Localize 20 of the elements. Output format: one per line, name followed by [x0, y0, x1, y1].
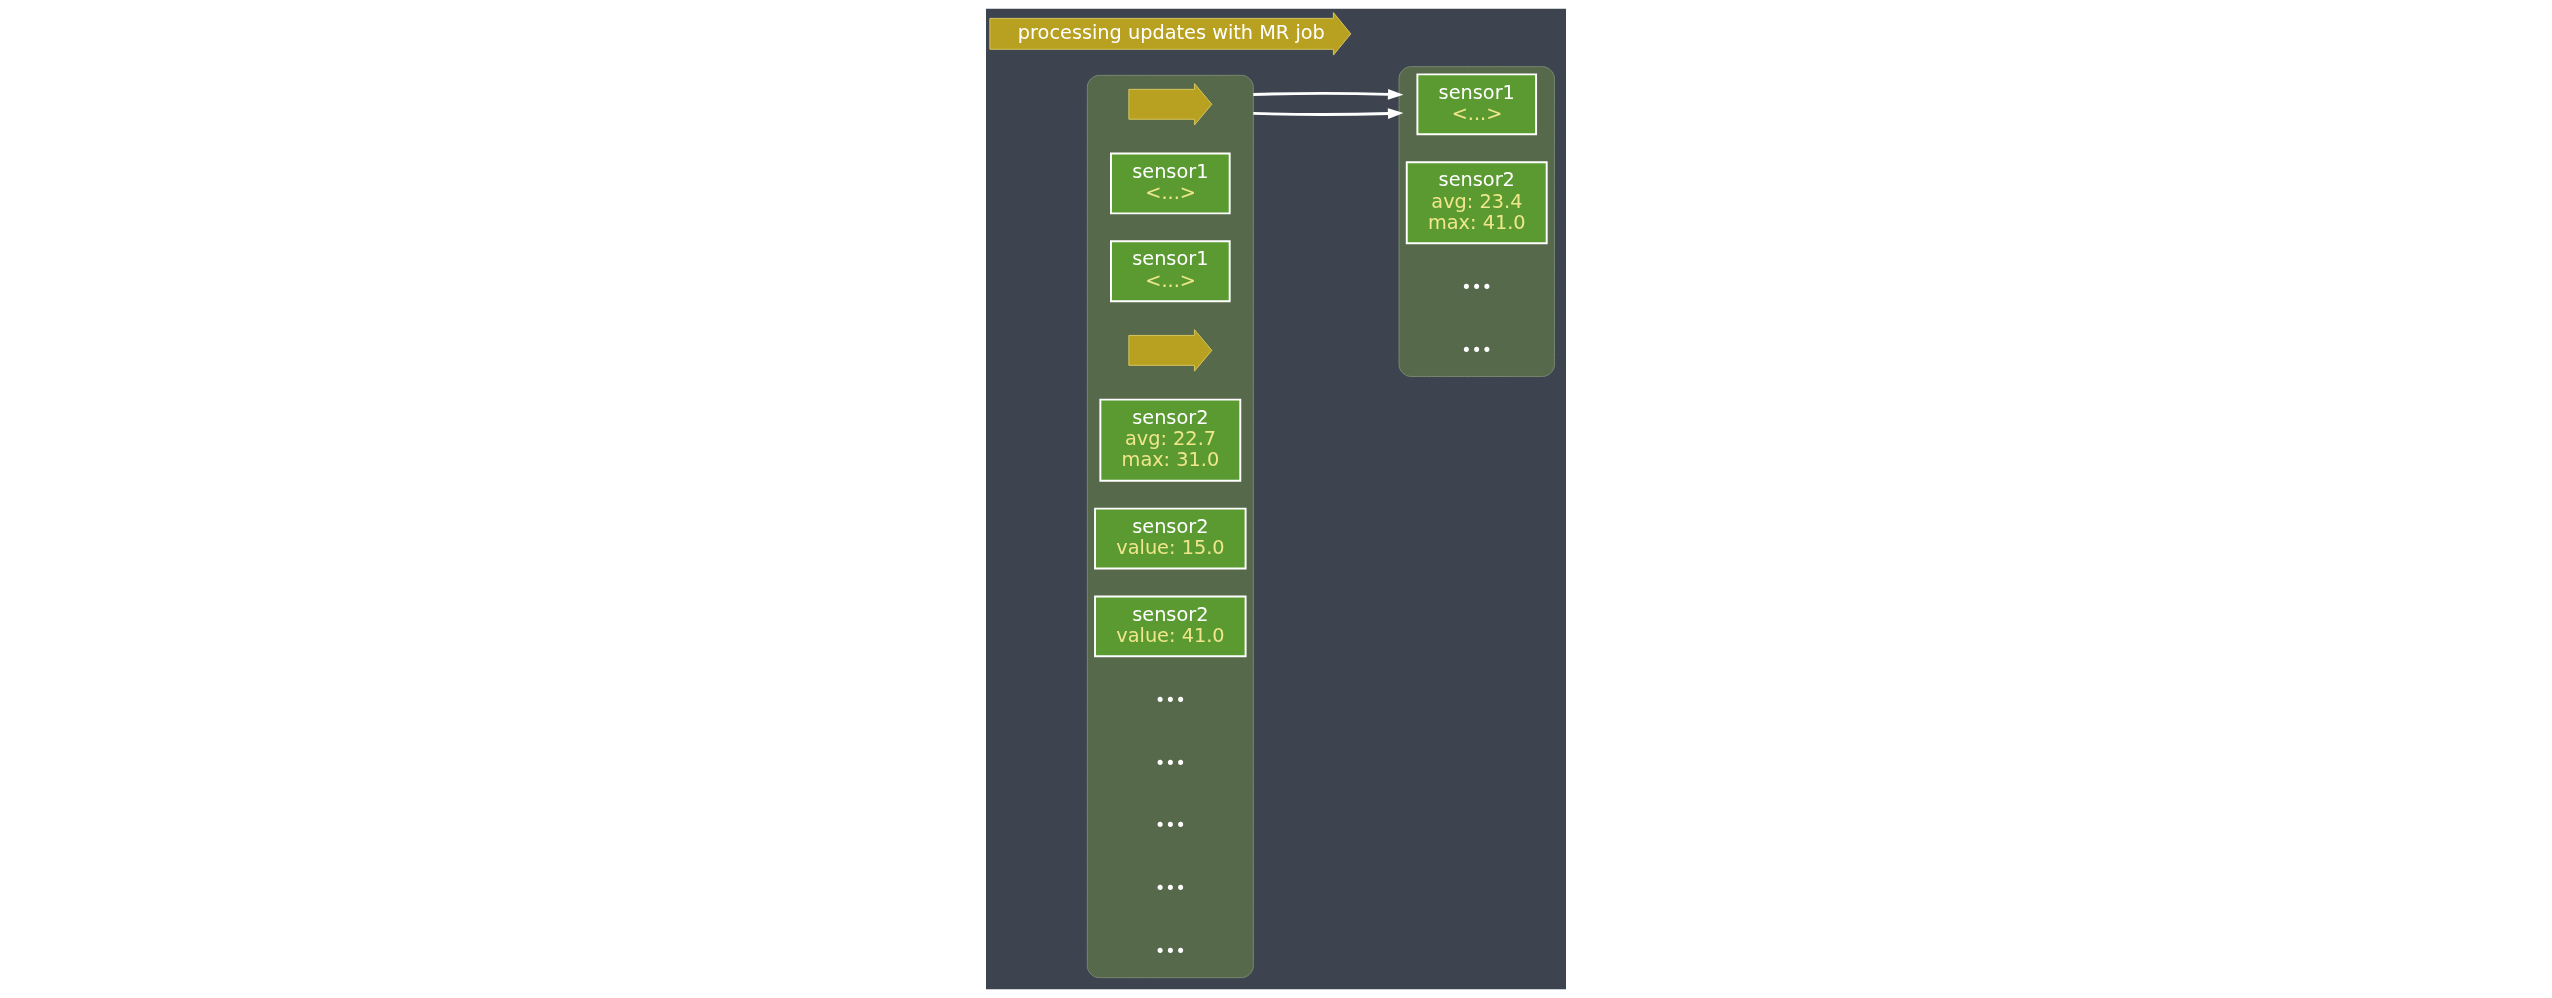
cluster: [1086, 74, 1254, 979]
label: •••: [1154, 689, 1186, 710]
node-arrow: [1128, 83, 1213, 126]
arrow: [1253, 88, 1404, 100]
node-box: sensor2 value: 41.0: [1094, 595, 1247, 658]
label: •••: [1154, 878, 1186, 899]
label: •••: [1461, 339, 1493, 360]
node-box: sensor1 <...>: [1110, 152, 1231, 215]
node-box: sensor1 <...>: [1110, 240, 1231, 303]
label: •••: [1154, 815, 1186, 836]
label: •••: [1461, 276, 1493, 297]
cluster: [1398, 66, 1555, 377]
label: •••: [1154, 940, 1186, 961]
node-box: sensor2 avg: 22.7 max: 31.0: [1099, 398, 1242, 482]
arrow: [1253, 108, 1404, 119]
node-box: sensor1 <...>: [1416, 73, 1538, 136]
node-arrow: [1128, 329, 1213, 372]
node-box: sensor2 value: 15.0: [1094, 507, 1247, 570]
node-box: sensor2 avg: 23.4 max: 41.0: [1405, 161, 1548, 245]
label: •••: [1154, 752, 1186, 773]
